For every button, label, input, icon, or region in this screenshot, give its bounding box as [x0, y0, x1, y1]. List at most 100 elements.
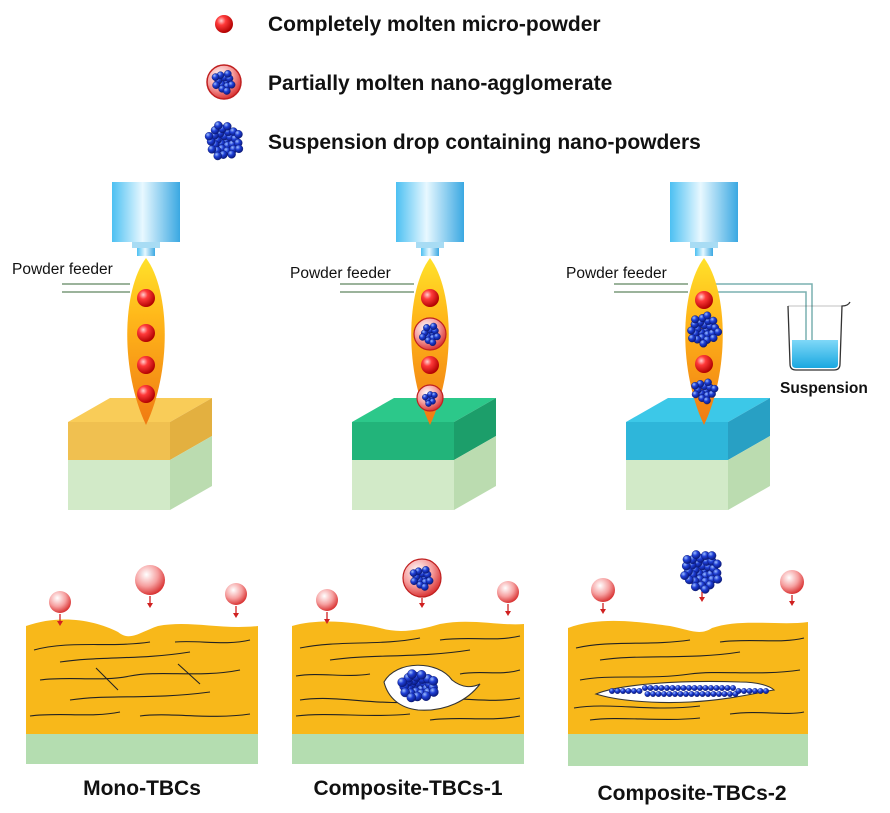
substrate-block	[626, 398, 770, 510]
nano-particle	[655, 691, 662, 697]
nano-particle	[234, 130, 243, 139]
nano-particle	[691, 315, 700, 324]
nano-particle	[425, 576, 434, 585]
nano-particle	[691, 381, 699, 390]
nano-particle	[669, 685, 676, 691]
substrate-block	[68, 398, 212, 510]
nano-particle	[709, 334, 718, 343]
suspension-drop	[691, 378, 719, 405]
nano-particle	[719, 685, 725, 691]
molten-droplet	[137, 385, 155, 403]
nano-particle	[421, 583, 429, 591]
nano-particle	[664, 685, 670, 691]
nano-particle	[223, 87, 231, 95]
nano-particle	[699, 691, 706, 697]
nano-particle	[688, 691, 695, 697]
nano-cluster-icon	[211, 70, 236, 95]
coating-side	[170, 398, 212, 460]
nano-particle	[620, 688, 626, 694]
cross-section-composite-2: Composite-TBCs-2	[568, 550, 808, 805]
coating-layer	[26, 619, 258, 734]
nano-particle	[713, 685, 720, 691]
substrate-side	[728, 436, 770, 510]
nano-particle	[213, 151, 222, 161]
nano-particle	[666, 691, 673, 697]
nano-particle	[410, 577, 418, 586]
incoming-droplet	[49, 591, 71, 626]
nano-particle	[687, 326, 696, 335]
nano-particle	[691, 550, 701, 560]
coating-layer	[568, 620, 808, 734]
substrate-layer	[568, 732, 808, 766]
nano-particle	[707, 551, 717, 561]
powder-feeder-tube	[614, 283, 688, 293]
cross-section-mono: Mono-TBCs	[26, 565, 258, 800]
nano-particle	[650, 691, 656, 697]
coating-side	[728, 398, 770, 460]
legend-label-agglomerate: Partially molten nano-agglomerate	[268, 72, 612, 95]
nano-particle	[428, 676, 439, 686]
nano-particle	[423, 324, 431, 332]
nano-particle	[704, 378, 712, 387]
nano-particle	[697, 685, 703, 691]
nozzle-body	[112, 182, 180, 242]
substrate-side	[170, 436, 212, 510]
nano-particle	[714, 327, 723, 336]
suspension-drop	[687, 311, 723, 348]
nano-particle	[223, 122, 232, 131]
legend: Completely molten micro-powder Partially…	[204, 13, 701, 161]
legend-label-suspension: Suspension drop containing nano-powders	[268, 131, 701, 154]
nano-particle	[644, 691, 651, 697]
coating-front	[68, 422, 170, 460]
nano-particle	[680, 571, 689, 580]
legend-suspension-drop: Suspension drop containing nano-powders	[204, 121, 701, 161]
nano-particle	[631, 688, 637, 694]
nano-particle	[721, 691, 728, 697]
spray-nozzle	[112, 182, 180, 256]
nano-particle	[691, 390, 700, 399]
nano-particle	[710, 691, 717, 697]
nano-particle	[212, 81, 220, 90]
incoming-agglomerate	[402, 558, 442, 608]
legend-label-micro: Completely molten micro-powder	[268, 13, 601, 36]
nano-particle	[735, 688, 742, 694]
nano-particle	[691, 582, 700, 592]
molten-droplet	[137, 289, 155, 307]
nano-particle	[636, 688, 643, 694]
substrate-layer	[292, 732, 524, 764]
suspension-label: Suspension	[780, 380, 868, 397]
nano-particle	[433, 333, 441, 341]
nano-particle	[713, 574, 723, 584]
nano-particle	[700, 584, 710, 594]
nano-particle	[658, 685, 665, 691]
nano-particle	[416, 670, 427, 680]
nano-particle	[661, 691, 667, 697]
substrate-layer	[26, 732, 258, 764]
nano-particle	[752, 688, 758, 694]
spray-nozzle	[396, 182, 464, 256]
powder-feeder-label: Powder feeder	[566, 265, 667, 282]
nano-particle	[683, 691, 689, 697]
incoming-droplet	[780, 570, 804, 606]
nano-particle	[422, 566, 430, 574]
nano-particle	[710, 384, 719, 393]
substrate-side	[454, 436, 496, 510]
nano-particle	[211, 73, 220, 81]
nano-particle	[703, 396, 711, 405]
nano-particle	[741, 688, 747, 694]
powder-feeder-label: Powder feeder	[290, 265, 391, 282]
coating-front	[626, 422, 728, 460]
nano-particle	[730, 685, 736, 691]
nano-particle	[207, 145, 217, 154]
substrate-front	[352, 460, 454, 510]
spray-nozzle	[670, 182, 738, 256]
nano-agglomerate	[409, 566, 434, 591]
legend-nano-agglomerate: Partially molten nano-agglomerate	[206, 64, 612, 100]
nano-agglomerate	[419, 322, 441, 347]
powder-feeder-tube	[62, 283, 130, 293]
nano-particle	[716, 691, 722, 697]
splat-lamellae	[573, 637, 805, 721]
nano-particle	[227, 80, 236, 89]
embedded-nano-agglomerate	[397, 669, 439, 703]
splat-lamellae	[29, 639, 251, 717]
